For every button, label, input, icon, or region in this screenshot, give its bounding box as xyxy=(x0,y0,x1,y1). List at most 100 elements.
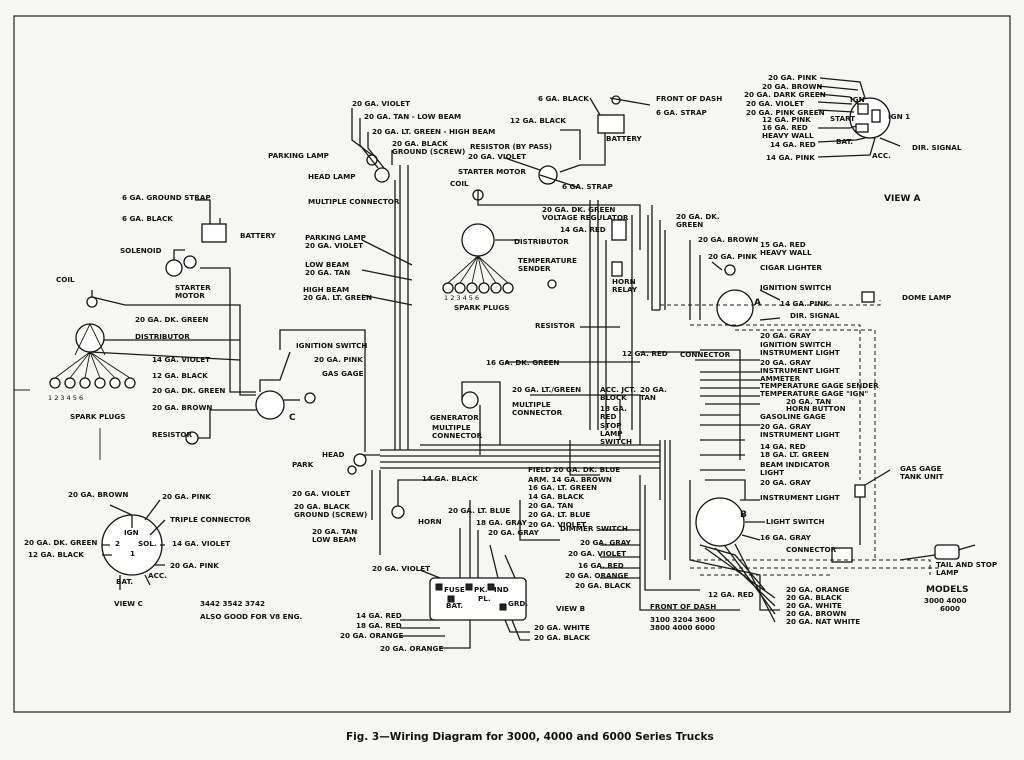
label-left-20dkgreen-2: 20 GA. DK. GREEN xyxy=(152,386,225,395)
label-vc-acc: ACC. xyxy=(148,571,167,580)
label-bus-20ltblue: 20 GA. LT. BLUE xyxy=(528,510,590,519)
label-va-14pink: 14 GA. PINK xyxy=(766,153,815,162)
label-head: HEAD xyxy=(322,450,344,459)
label-bus-14black: 14 GA. BLACK xyxy=(528,492,584,501)
label-arm-14brown: ARM. 14 GA. BROWN xyxy=(528,475,612,484)
label-view-b: VIEW B xyxy=(556,604,585,613)
battery-left-icon xyxy=(201,223,227,243)
label-br-20orange: 20 GA. ORANGE xyxy=(786,585,849,594)
generator-icon xyxy=(461,391,479,409)
label-top-6black: 6 GA. BLACK xyxy=(538,94,589,103)
label-va-acc: ACC. xyxy=(872,151,891,160)
label-r-20tan: 20 GA. TAN xyxy=(786,397,831,406)
fuse-block-view-b xyxy=(400,528,530,649)
label-park: PARK xyxy=(292,460,314,469)
label-coil-top: COIL xyxy=(450,179,469,188)
circle-letter-b: B xyxy=(740,510,747,520)
label-front-of-dash-bottom: FRONT OF DASH xyxy=(650,602,716,611)
label-left-solenoid: SOLENOID xyxy=(120,246,162,255)
label-mid-12red: 12 GA. RED xyxy=(622,349,668,358)
label-distributor-mid: DISTRIBUTOR xyxy=(514,237,569,246)
solenoid-icon xyxy=(165,259,183,277)
ignition-switch-a-icon xyxy=(716,289,754,327)
label-va-20dkgreen: 20 GA. DARK GREEN xyxy=(744,90,826,99)
label-connector-mid: CONNECTOR xyxy=(680,350,731,359)
label-va-bat: BAT. xyxy=(836,137,853,146)
spark-plugs-left-icon xyxy=(49,377,136,389)
label-r-20gray-3: 20 GA. GRAY xyxy=(760,422,812,431)
label-fb-pk: PK. xyxy=(474,585,488,594)
label-horn: HORN xyxy=(418,517,442,526)
label-ds-20gray: 20 GA. GRAY xyxy=(580,538,632,547)
label-fb-ind: IND xyxy=(494,585,509,594)
gas-gage-left-icon xyxy=(304,392,316,404)
label-fb-pl: PL. xyxy=(478,594,491,603)
park-lamp-bottom-icon xyxy=(347,465,357,475)
distributor-mid-icon xyxy=(461,223,495,257)
label-top-6strap-2: 6 GA. STRAP xyxy=(562,182,613,191)
label-fb-20orange: 20 GA. ORANGE xyxy=(340,631,403,640)
head-lamp-bottom-icon xyxy=(353,453,367,467)
label-vc-ign: IGN xyxy=(124,528,139,537)
label-r-light-switch: LIGHT SWITCH xyxy=(766,517,825,526)
label-va-20pink: 20 GA. PINK xyxy=(768,73,817,82)
label-fb-20gray: 20 GA. GRAY xyxy=(488,528,540,537)
label-fb-grd: GRD. xyxy=(508,599,528,608)
label-hl-20violet: 20 GA. VIOLET xyxy=(352,99,410,108)
label-top-12black: 12 GA. BLACK xyxy=(510,116,566,125)
starter-motor-left-icon xyxy=(183,255,197,269)
label-va-20brown: 20 GA. BROWN xyxy=(762,82,822,91)
label-models-left: 3442 3542 3742 xyxy=(200,599,265,608)
label-dimmer-switch: DIMMER SWITCH xyxy=(560,524,628,533)
label-fb-20white: 20 GA. WHITE xyxy=(534,623,590,632)
label-r-temp-sender: TEMPERATURE GAGE SENDER xyxy=(760,381,879,390)
label-r-horn-button: HORN BUTTON xyxy=(786,404,846,413)
label-bus-20tan: 20 GA. TAN xyxy=(528,501,573,510)
label-left-6ga-black: 6 GA. BLACK xyxy=(122,214,173,223)
label-r-20gray-4: 20 GA. GRAY xyxy=(760,478,812,487)
label-va-14red: 14 GA. RED xyxy=(770,140,816,149)
label-spark-plugs-mid: SPARK PLUGS xyxy=(454,303,509,312)
label-mid-plug-numbers: 1 2 3 4 5 6 xyxy=(444,294,479,302)
battery-top-icon xyxy=(597,114,625,134)
label-field-20dkblue: FIELD 20 GA. DK. BLUE xyxy=(528,465,620,474)
connector-right-icon xyxy=(831,547,853,563)
label-front-of-dash-top: FRONT OF DASH xyxy=(656,94,722,103)
label-br-20white: 20 GA. WHITE xyxy=(786,601,842,610)
tail-stop-lamp-icon xyxy=(934,544,960,560)
label-vc-2: 2 xyxy=(115,539,120,548)
label-starter-motor-top: STARTER MOTOR xyxy=(458,167,526,176)
headlamp-harness xyxy=(351,108,413,450)
label-view-c: VIEW C xyxy=(114,599,143,608)
horn-icon xyxy=(391,505,405,519)
horn-relay-icon xyxy=(611,261,623,277)
label-r-ign-switch: IGNITION SWITCH xyxy=(760,283,831,292)
label-va-20pinkgreen: 20 GA. PINK GREEN xyxy=(746,108,825,117)
top-center-section xyxy=(442,95,700,430)
label-ds-20black: 20 GA. BLACK xyxy=(575,581,631,590)
label-bot-12red: 12 GA. RED xyxy=(708,590,754,599)
label-ign-switch-c: IGNITION SWITCH xyxy=(296,341,367,350)
label-va-start: START xyxy=(830,114,855,123)
label-r-instr-light: INSTRUMENT LIGHT xyxy=(760,366,840,375)
diagram-frame xyxy=(13,15,1011,713)
left-engine-section xyxy=(14,199,366,460)
label-models-right: MODELS xyxy=(926,585,968,595)
dome-lamp-icon xyxy=(861,291,875,303)
label-r-gasoline-gage: GASOLINE GAGE xyxy=(760,412,826,421)
right-dash-section xyxy=(660,240,976,623)
label-vc-20pink: 20 GA. PINK xyxy=(162,492,211,501)
label-mid-20dkgreen: 20 GA. DK.GREEN xyxy=(676,212,720,229)
circle-letter-a: A xyxy=(754,298,761,308)
